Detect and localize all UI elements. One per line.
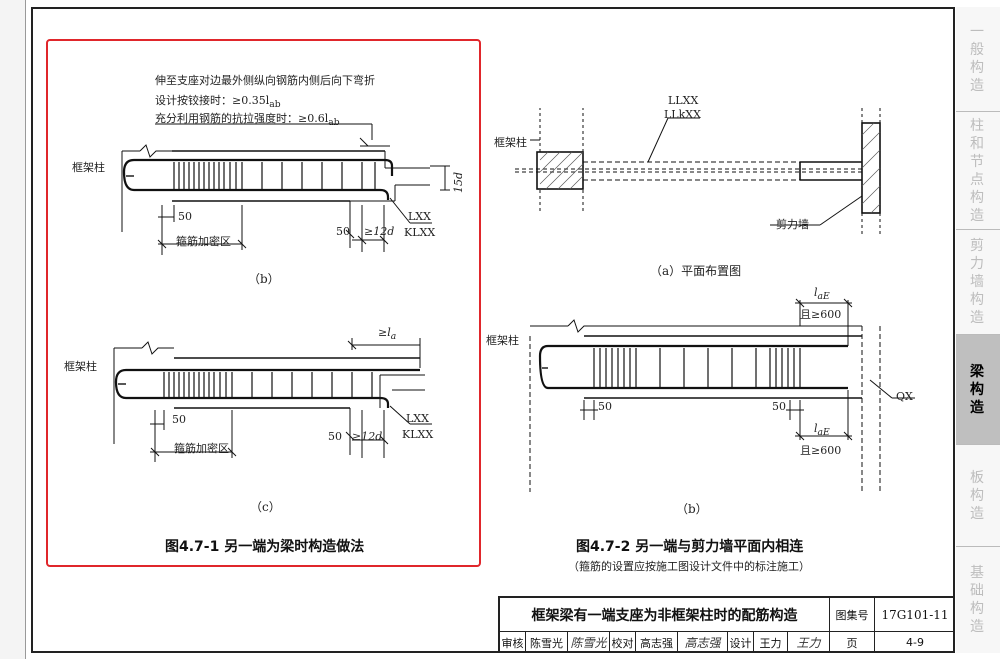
viewer-left-edge [0,0,26,659]
dim-50-c: 50 [172,413,186,426]
beam-label-klxx-c: KLXX [402,428,434,441]
figure-4-7-2-title: 图4.7-2 另一端与剪力墙平面内相连 [576,539,804,555]
design-label: 设计 [728,632,754,653]
dim-50b-c: 50 [328,430,342,443]
dim-la-c-text: ≥l [378,326,391,339]
check-label: 校对 [610,632,636,653]
designer-signature: 王力 [788,632,830,653]
review-label: 审核 [500,632,526,653]
beam-label-klxx-b: KLXX [404,226,436,239]
note-line-2-text: 设计按铰接时：≥0.35l [155,94,270,107]
nav-tab-beam[interactable]: 梁构造 [956,335,1000,445]
caption-b: （b） [248,272,280,286]
dim-12d-b: ≥12d [364,225,395,238]
atlas-label: 图集号 [830,598,875,631]
nav-tab-label: 梁构造 [970,363,986,416]
dim-la-c: ≥la [378,326,396,342]
note-line-2: 设计按铰接时：≥0.35lab [155,92,281,110]
dim-15d-b: 15d [452,172,465,194]
wall-label-qx: QX [896,390,913,403]
reviewer-name: 陈雪光 [526,632,568,653]
dim-lae-top-text: l [814,286,818,299]
dim-lae-bottom-text: l [814,422,818,435]
nav-tab-foundation[interactable]: 基础构造 [956,547,1000,653]
nav-tab-label: 剪力墙构造 [970,238,986,326]
dim-50-b: 50 [178,210,192,223]
beam-label-llxx: LLXX [668,94,699,107]
caption-c: （c） [250,500,281,514]
drawing-title: 框架梁有一端支座为非框架柱时的配筋构造 [500,598,830,631]
figure-b-left [121,123,450,255]
column-label-a: 框架柱 [494,136,527,149]
note-line-3-sub: ab [328,117,340,129]
dim-lae-bottom-sub: aE [817,427,830,439]
note-line-1: 伸至支座对边最外侧纵向钢筋内侧后向下弯折 [155,74,375,87]
nav-tab-label: 柱和节点构造 [970,117,986,224]
figure-a-right [515,108,881,235]
dim-50b-b: 50 [336,225,350,238]
note-line-3-text: 充分利用钢筋的抗拉强度时：≥0.6l [155,112,329,125]
figure-4-7-1-title: 图4.7-1 另一端为梁时构造做法 [165,539,365,555]
atlas-number: 17G101-11 [881,607,949,622]
note-line-2-sub: ab [269,99,281,111]
designer-name: 王力 [754,632,788,653]
dim-12d-c: ≥12d [352,430,383,443]
column-label-b: 框架柱 [72,161,105,174]
dim-600-top: 且≥600 [800,308,842,321]
column-label-b-right: 框架柱 [486,334,519,347]
checker-name: 高志强 [636,632,678,653]
checker-signature: 高志强 [678,632,728,653]
dense-zone-c: 箍筋加密区 [174,442,229,455]
sheet-border [31,7,955,653]
nav-tab-label: 基础构造 [970,565,986,635]
section-nav: 一般构造 柱和节点构造 剪力墙构造 梁构造 板构造 基础构造 [956,7,1000,653]
nav-tab-general[interactable]: 一般构造 [956,7,1000,112]
title-block: 框架梁有一端支座为非框架柱时的配筋构造 图集号 17G101-11 审核 陈雪光… [498,596,955,653]
dim-lae-bottom: laE [814,422,830,438]
dense-zone-b: 箍筋加密区 [176,235,231,248]
nav-tab-label: 板构造 [970,469,986,522]
caption-a-right: （a）平面布置图 [650,264,742,278]
beam-label-lxx-c: LXX [406,412,429,425]
note-line-3: 充分利用钢筋的抗拉强度时：≥0.6lab [155,110,340,128]
title-block-row-1: 框架梁有一端支座为非框架柱时的配筋构造 图集号 17G101-11 [500,598,955,632]
page-number: 4-9 [906,636,924,649]
beam-label-llkxx: LLkXX [664,108,701,121]
dim-la-c-sub: a [390,331,397,343]
dim-lae-top-sub: aE [817,291,830,303]
nav-tab-slab[interactable]: 板构造 [956,445,1000,547]
caption-b-right: （b） [676,502,708,516]
dim-50-right-right-fig: 50 [772,400,786,413]
highlight-box [46,39,481,567]
nav-tab-label: 一般构造 [970,24,986,94]
dim-lae-top: laE [814,286,830,302]
beam-label-lxx-b: LXX [408,210,431,223]
figure-4-7-2-note: （箍筋的设置应按施工图设计文件中的标注施工） [568,560,810,573]
nav-tab-shear-wall[interactable]: 剪力墙构造 [956,230,1000,335]
dim-50-left-right-fig: 50 [598,400,612,413]
dim-600-bottom: 且≥600 [800,444,842,457]
column-label-c: 框架柱 [64,360,97,373]
page-label: 页 [830,632,875,653]
reviewer-signature: 陈雪光 [568,632,610,653]
figure-c-left [113,338,432,462]
title-block-row-2: 审核 陈雪光 陈雪光 校对 高志强 高志强 设计 王力 王力 页 4-9 [500,632,955,653]
nav-tab-column-joint[interactable]: 柱和节点构造 [956,112,1000,230]
figure-b-right [529,298,915,492]
wall-label-a: 剪力墙 [776,218,809,231]
